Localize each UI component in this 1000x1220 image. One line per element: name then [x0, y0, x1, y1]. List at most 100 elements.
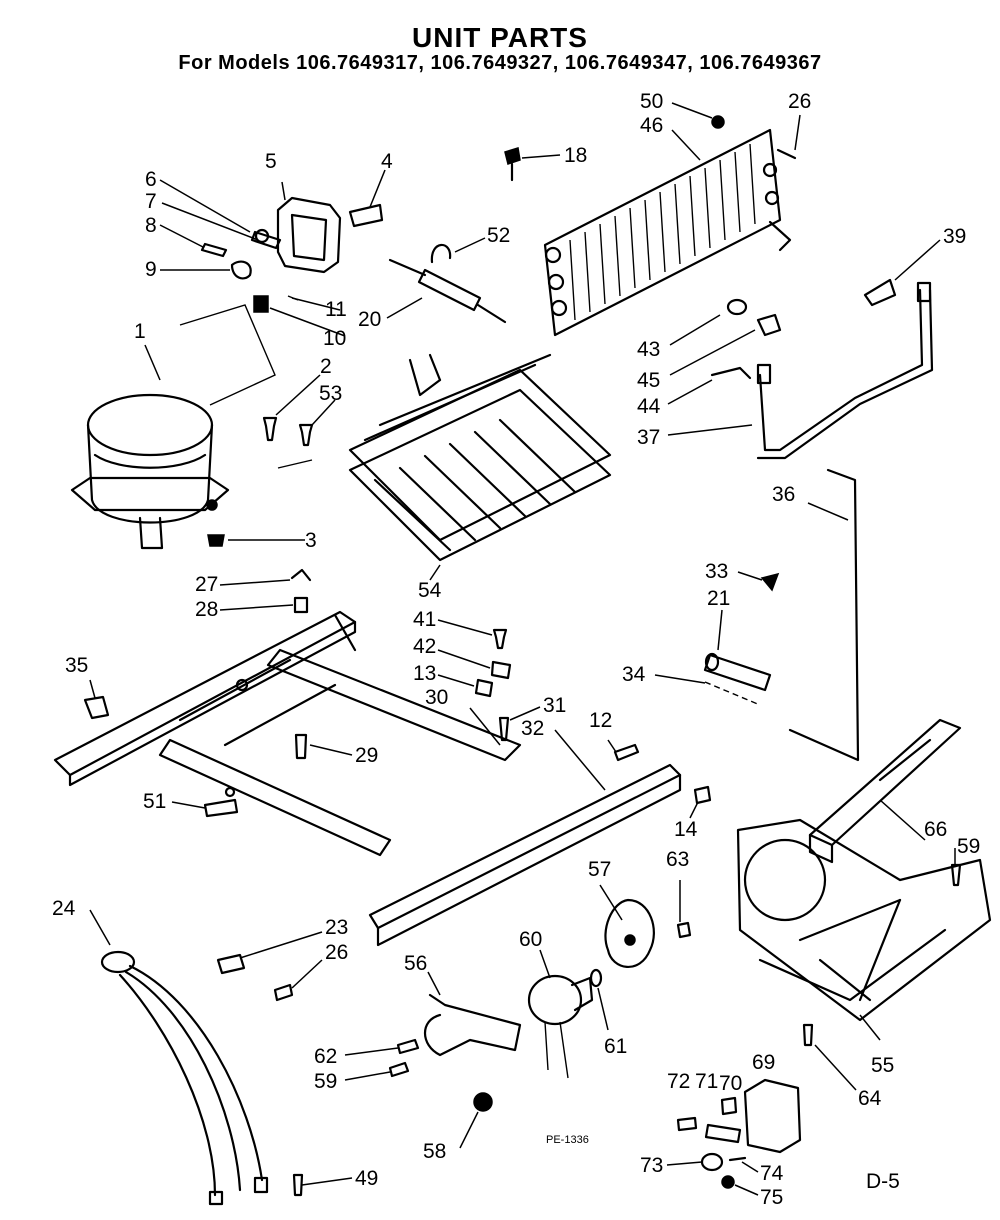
- callout-14: 14: [674, 818, 698, 841]
- callout-30: 30: [425, 686, 448, 709]
- callout-46: 46: [640, 114, 663, 137]
- callout-7: 7: [145, 190, 157, 213]
- callout-75: 75: [760, 1186, 783, 1209]
- compressor-drawing: [70, 393, 230, 550]
- callout-8: 8: [145, 214, 157, 237]
- part-63-drawing: [676, 921, 692, 939]
- part-43-drawing: [726, 298, 748, 316]
- callout-27: 27: [195, 573, 218, 596]
- callout-31: 31: [543, 694, 566, 717]
- duct-66-drawing: [808, 718, 962, 864]
- parts-10-11-drawing: [253, 295, 299, 313]
- callout-58: 58: [423, 1140, 446, 1163]
- fan-housing-55-drawing: [736, 818, 992, 1022]
- callout-36: 36: [772, 483, 795, 506]
- callout-21: 21: [707, 587, 730, 610]
- tube-36-drawing: [788, 468, 860, 762]
- washer-61-drawing: [589, 968, 603, 988]
- drawing-code: PE-1336: [546, 1134, 589, 1146]
- callout-53: 53: [319, 382, 342, 405]
- callout-64: 64: [858, 1087, 882, 1110]
- callout-50: 50: [640, 90, 663, 113]
- screw-64-drawing: [802, 1023, 814, 1047]
- callout-5: 5: [265, 150, 277, 173]
- callout-24: 24: [52, 897, 76, 920]
- callout-20: 20: [358, 308, 381, 331]
- part-44-drawing: [710, 366, 752, 380]
- callout-9: 9: [145, 258, 157, 281]
- screw-41-drawing: [492, 628, 508, 650]
- part-4-drawing: [348, 203, 384, 228]
- rail-32-drawing: [368, 763, 682, 947]
- tube-37-drawing: [756, 281, 934, 460]
- page-code: D-5: [866, 1170, 900, 1193]
- callout-37: 37: [637, 426, 660, 449]
- callout-59-lower: 59: [314, 1070, 337, 1093]
- part-45-drawing: [756, 313, 782, 337]
- callout-34: 34: [622, 663, 646, 686]
- drier-20-drawing: [388, 258, 507, 324]
- callout-70: 70: [719, 1072, 742, 1095]
- grommet-50-drawing: [711, 115, 725, 129]
- callout-4: 4: [381, 150, 393, 173]
- callout-59-right: 59: [957, 835, 980, 858]
- callout-57: 57: [588, 858, 611, 881]
- callout-29: 29: [355, 744, 378, 767]
- clip-52-drawing: [430, 243, 452, 264]
- callout-2: 2: [320, 355, 332, 378]
- callout-43: 43: [637, 338, 660, 361]
- cover-69-drawing: [743, 1078, 802, 1154]
- part-58-drawing: [473, 1092, 493, 1112]
- part-18-drawing: [504, 147, 521, 182]
- callout-74: 74: [760, 1162, 784, 1185]
- part-33-drawing: [760, 572, 780, 592]
- callout-26-lower: 26: [325, 941, 348, 964]
- callout-35: 35: [65, 654, 88, 677]
- condenser-drawing: [543, 128, 792, 337]
- callout-54: 54: [418, 579, 442, 602]
- sleeve-28-drawing: [293, 596, 309, 614]
- callout-1: 1: [134, 320, 146, 343]
- callout-62: 62: [314, 1045, 337, 1068]
- diagram-title: UNIT PARTS: [412, 22, 588, 53]
- callout-71: 71: [695, 1070, 718, 1093]
- callout-66: 66: [924, 818, 947, 841]
- callout-11: 11: [325, 298, 347, 321]
- callout-55: 55: [871, 1054, 894, 1077]
- part-35-drawing: [83, 695, 110, 720]
- callout-10: 10: [323, 327, 346, 350]
- callout-3: 3: [305, 529, 317, 552]
- leader-lines: [89, 102, 956, 1196]
- motor-60-drawing: [527, 974, 594, 1079]
- callout-33: 33: [705, 560, 728, 583]
- part-49-drawing: [292, 1173, 304, 1197]
- callout-23: 23: [325, 916, 348, 939]
- callout-labels: 50 26 46 18 39 52 20 43 45 44 37 6 7 8 9…: [52, 90, 980, 1209]
- callout-44: 44: [637, 395, 661, 418]
- part-29-drawing: [294, 733, 308, 760]
- callout-13: 13: [413, 662, 436, 685]
- parts-70-72-drawing: [676, 1096, 742, 1144]
- callout-18: 18: [564, 144, 587, 167]
- part-26-lower-drawing: [273, 983, 294, 1002]
- callout-51: 51: [143, 790, 166, 813]
- part-12-drawing: [613, 743, 640, 762]
- screw-59-housing-drawing: [950, 863, 962, 887]
- part-23-drawing: [216, 953, 246, 975]
- callout-39: 39: [943, 225, 966, 248]
- fan-blade-57-drawing: [604, 898, 655, 968]
- callout-32: 32: [521, 717, 544, 740]
- harness-24-drawing: [100, 950, 269, 1206]
- callout-73: 73: [640, 1154, 663, 1177]
- evaporator-drawing: [348, 353, 612, 562]
- callout-42: 42: [413, 635, 436, 658]
- screws-62-59-drawing: [388, 1038, 420, 1078]
- callout-69: 69: [752, 1051, 775, 1074]
- part-14-drawing: [693, 785, 712, 805]
- screw-53-drawing: [277, 423, 314, 469]
- callout-61: 61: [604, 1035, 627, 1058]
- callout-63: 63: [666, 848, 689, 871]
- callout-60: 60: [519, 928, 542, 951]
- callout-12: 12: [589, 709, 612, 732]
